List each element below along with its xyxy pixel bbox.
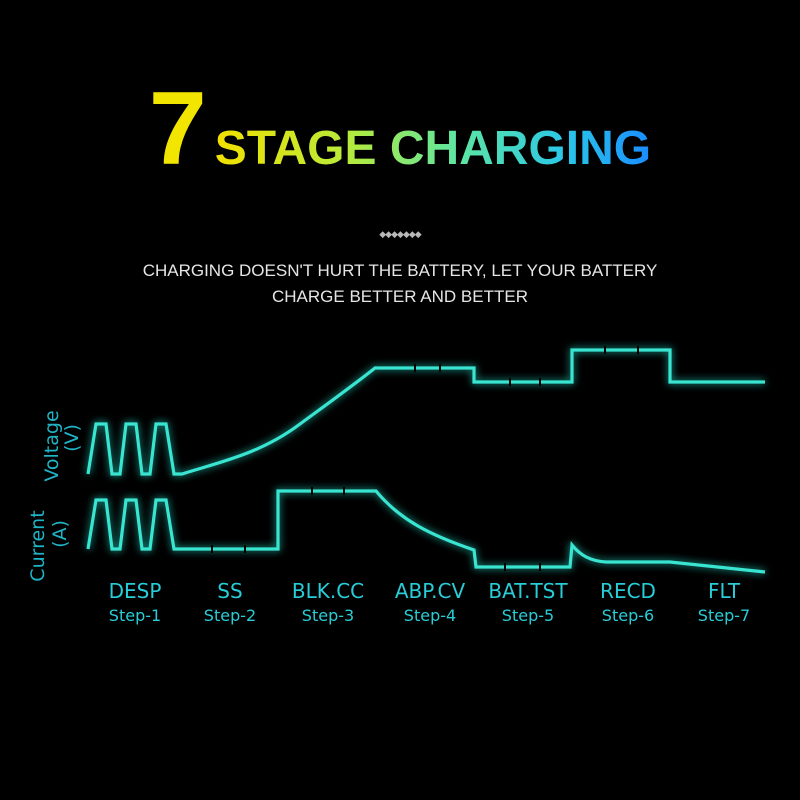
stage-name-1: DESP [109,579,162,603]
headline-text: STAGE CHARGING [214,122,652,175]
stage-name-7: FLT [708,579,741,603]
stage-name-5: BAT.TST [488,579,568,603]
voltage-unit: (V) [61,424,83,452]
subtitle-line-2: CHARGE BETTER AND BETTER [272,287,528,306]
stage-step-3: Step-3 [302,606,354,625]
divider-ornament: ◆◆◆◆◆◆◆ [379,230,421,240]
voltage-curve [86,348,765,476]
stage-step-6: Step-6 [602,606,654,625]
subtitle-line-1: CHARGING DOESN'T HURT THE BATTERY, LET Y… [142,261,658,280]
current-curve [86,489,766,574]
current-axis-label: Current (A) [27,510,71,581]
voltage-axis-label: Voltage (V) [41,410,83,481]
stage-name-4: ABP.CV [395,579,466,603]
stage-step-1: Step-1 [109,606,161,625]
current-unit: (A) [49,520,71,548]
curve-segment-gaps [211,346,639,571]
subtitle: CHARGING DOESN'T HURT THE BATTERY, LET Y… [100,258,700,310]
headline-number: 7 [148,71,207,187]
current-label: Current [27,510,49,581]
stage-step-5: Step-5 [502,606,554,625]
step-labels: DESP Step-1 SS Step-2 BLK.CC Step-3 ABP.CV Step… [109,579,751,625]
voltage-label: Voltage [41,410,63,481]
stage-step-7: Step-7 [698,606,750,625]
stage-name-6: RECD [600,579,656,603]
stage-name-3: BLK.CC [292,579,364,603]
stage-name-2: SS [217,579,242,603]
stage-step-4: Step-4 [404,606,456,625]
stage-step-2: Step-2 [204,606,256,625]
